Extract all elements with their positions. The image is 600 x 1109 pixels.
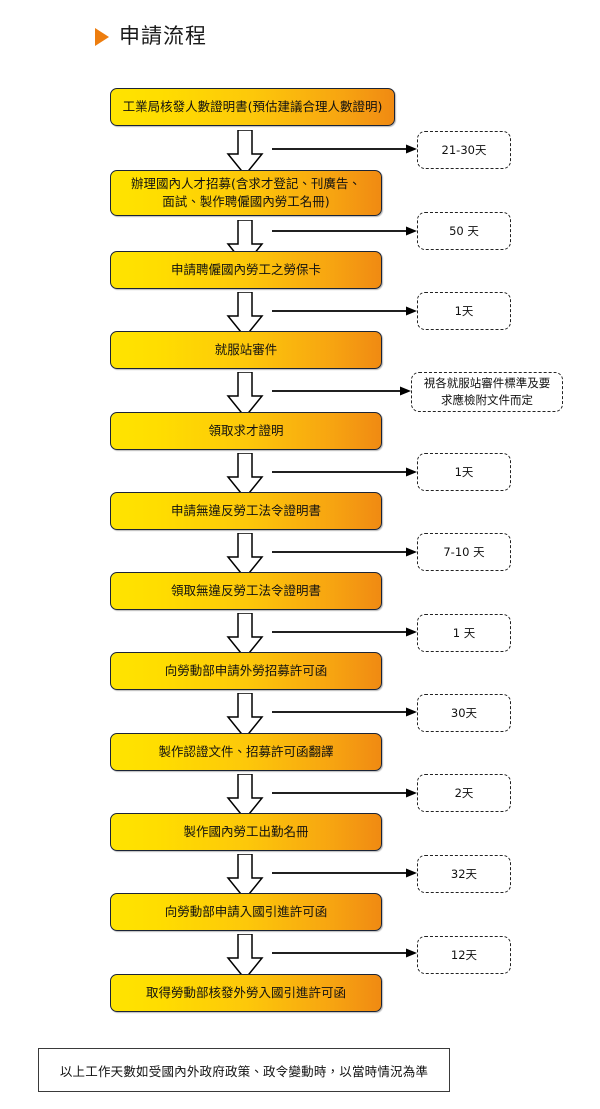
- duration-note-2: 50 天: [417, 212, 511, 250]
- application-process-flowchart: 工業局核發人數證明書(預估建議合理人數證明) 21-30天 辦理國內人才招募(含…: [110, 88, 563, 1012]
- duration-note-10: 32天: [417, 855, 511, 893]
- duration-note-11: 12天: [417, 936, 511, 974]
- arrow-down-icon-5: [226, 453, 264, 499]
- flow-step-11[interactable]: 向勞動部申請入國引進許可函: [110, 893, 382, 931]
- arrow-down-icon-1: [226, 130, 264, 176]
- footer-disclaimer-text: 以上工作天數如受國內外政府政策、政令變動時，以當時情況為準: [59, 1063, 429, 1079]
- connector-arrow-7: [272, 626, 418, 638]
- duration-note-4: 視各就服站審件標準及要 求應檢附文件而定: [411, 372, 563, 412]
- flow-step-3[interactable]: 申請聘僱國內勞工之勞保卡: [110, 251, 382, 289]
- flow-step-6[interactable]: 申請無違反勞工法令證明書: [110, 492, 382, 530]
- arrow-down-icon-6: [226, 533, 264, 579]
- arrow-down-icon-11: [226, 934, 264, 980]
- duration-note-1: 21-30天: [417, 131, 511, 169]
- arrow-down-icon-9: [226, 774, 264, 820]
- connector-arrow-5: [272, 466, 418, 478]
- page-title-text: 申請流程: [119, 24, 207, 48]
- duration-note-5: 1天: [417, 453, 511, 491]
- arrow-down-icon-3: [226, 292, 264, 338]
- arrow-down-icon-4: [226, 372, 264, 418]
- duration-note-8: 30天: [417, 694, 511, 732]
- flow-step-4[interactable]: 就服站審件: [110, 331, 382, 369]
- connector-arrow-9: [272, 787, 418, 799]
- connector-arrow-3: [272, 305, 418, 317]
- duration-note-6: 7-10 天: [417, 533, 511, 571]
- connector-arrow-11: [272, 947, 418, 959]
- duration-note-9: 2天: [417, 774, 511, 812]
- flow-step-5[interactable]: 領取求才證明: [110, 412, 382, 450]
- arrow-down-icon-8: [226, 693, 264, 739]
- duration-note-3: 1天: [417, 292, 511, 330]
- flow-step-10[interactable]: 製作國內勞工出勤名冊: [110, 813, 382, 851]
- page-title: 申請流程: [95, 26, 207, 47]
- connector-arrow-6: [272, 546, 418, 558]
- flow-step-1[interactable]: 工業局核發人數證明書(預估建議合理人數證明): [110, 88, 395, 126]
- footer-disclaimer: 以上工作天數如受國內外政府政策、政令變動時，以當時情況為準: [38, 1048, 450, 1092]
- flow-step-9[interactable]: 製作認證文件、招募許可函翻譯: [110, 733, 382, 771]
- connector-arrow-8: [272, 706, 418, 718]
- connector-arrow-2: [272, 225, 418, 237]
- flow-step-12[interactable]: 取得勞動部核發外勞入國引進許可函: [110, 974, 382, 1012]
- connector-arrow-10: [272, 867, 418, 879]
- connector-arrow-4: [272, 385, 412, 397]
- duration-note-7: 1 天: [417, 614, 511, 652]
- arrow-down-icon-10: [226, 854, 264, 900]
- flow-step-7[interactable]: 領取無違反勞工法令證明書: [110, 572, 382, 610]
- triangle-right-icon: [95, 27, 109, 46]
- flow-step-8[interactable]: 向勞動部申請外勞招募許可函: [110, 652, 382, 690]
- flow-step-2[interactable]: 辦理國內人才招募(含求才登記、刊廣告、 面試、製作聘僱國內勞工名冊): [110, 170, 382, 216]
- connector-arrow-1: [272, 143, 418, 155]
- arrow-down-icon-7: [226, 613, 264, 659]
